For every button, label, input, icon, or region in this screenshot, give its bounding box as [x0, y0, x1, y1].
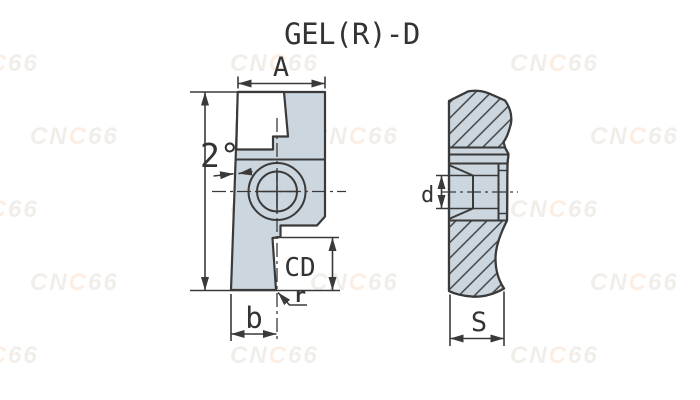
- dim-label-step-cd: CD: [284, 253, 315, 283]
- dim-label-thickness-s: S: [471, 307, 487, 338]
- side-view: d S: [421, 89, 518, 346]
- angle-arrow-left: [213, 171, 234, 180]
- dim-label-radius-r: r: [294, 283, 306, 307]
- side-internal-edges: [448, 146, 509, 222]
- bore-end-edges: [497, 169, 508, 215]
- watermark-text: CNC66: [0, 50, 39, 77]
- watermark-text: CNC66: [510, 196, 599, 223]
- watermark-text: CNC66: [310, 269, 399, 296]
- watermark-text: CNC66: [0, 196, 39, 223]
- watermark-text: CNC66: [510, 50, 599, 77]
- watermark-text: CNC66: [230, 342, 319, 369]
- dim-label-bore-d: d: [421, 183, 434, 208]
- dim-label-angle: 2°: [200, 136, 240, 175]
- section-hatch-top: [449, 90, 512, 148]
- dim-d-extension-lines: [436, 174, 499, 210]
- front-relief-notch: [235, 90, 290, 151]
- watermark-text: CNC66: [0, 342, 39, 369]
- bore-countersink-edges: [449, 162, 500, 222]
- watermark-text: CNC66: [590, 269, 679, 296]
- insert-side-outline: [447, 89, 513, 298]
- section-hatch-bottom: [449, 220, 507, 297]
- watermark-text: CNC66: [510, 342, 599, 369]
- watermark-text: CNC66: [30, 123, 119, 150]
- dim-label-width-a: A: [273, 52, 289, 83]
- drawing-title: GEL(R)-D: [284, 17, 420, 51]
- dim-label-seat-b: b: [245, 301, 262, 335]
- watermark-text: CNC66: [30, 269, 119, 296]
- radius-leader-line: [277, 291, 307, 306]
- front-view: A 2° CD r b: [190, 52, 346, 341]
- angle-arrow-right: [238, 167, 253, 176]
- watermark-text: CNC66: [590, 123, 679, 150]
- watermark-text: CNC66: [230, 50, 319, 77]
